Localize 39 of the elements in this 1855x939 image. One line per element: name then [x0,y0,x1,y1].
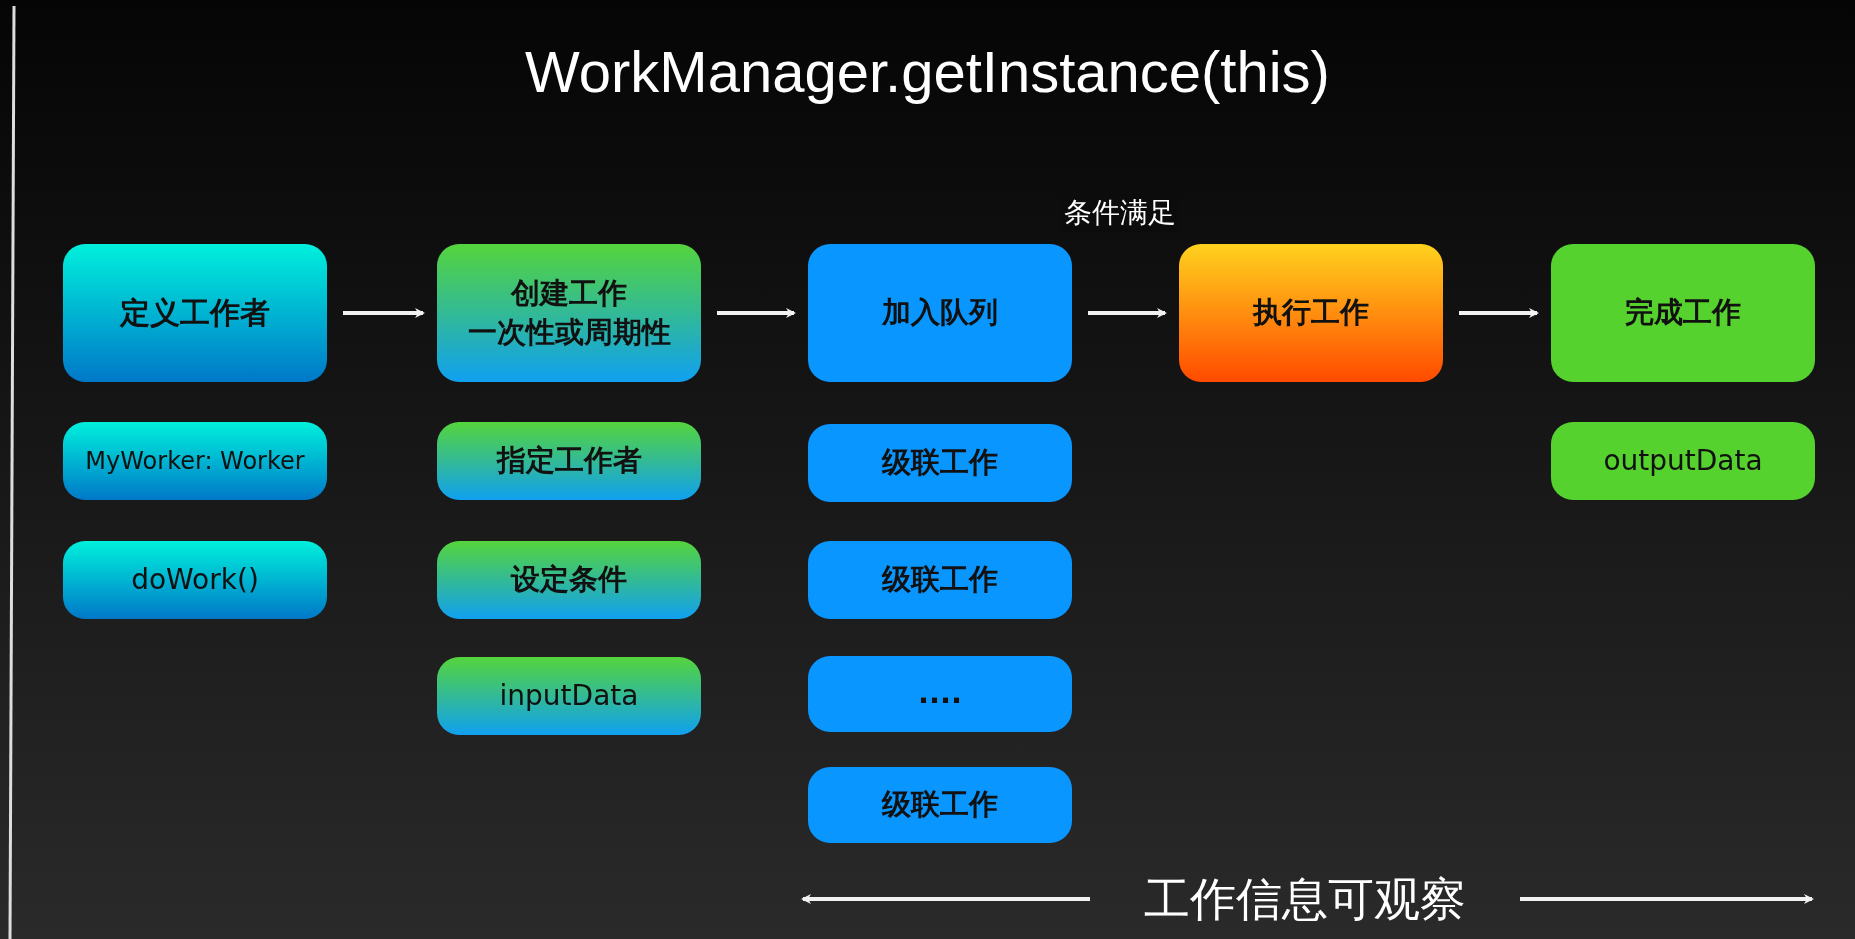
arrow [801,894,1090,904]
ellipsis-box [808,656,1072,732]
arrow [1520,894,1814,904]
arrow [1459,308,1539,318]
box-text: 级联工作 [882,444,998,482]
process-box [437,244,701,382]
chain-box [808,424,1072,502]
box-text: 定义工作者 [120,293,270,332]
arrow [1088,308,1167,318]
process-box [808,244,1072,382]
box-text: 完成工作 [1625,294,1741,332]
box-text: 设定条件 [511,561,627,599]
box-text: 级联工作 [882,786,998,824]
box-text: outputData [1603,443,1763,480]
box-text: 一次性或周期性 [467,314,671,351]
arrow [717,308,796,318]
data-box [437,657,701,735]
method-box [63,541,327,619]
chain-box [808,767,1072,843]
box-text: 级联工作 [882,561,998,599]
box-text: 创建工作 [511,274,627,312]
box-text: doWork() [131,562,259,599]
diagram-title: WorkManager.getInstance(this) [524,38,1331,105]
box-text: 加入队列 [882,294,998,332]
chain-box [808,541,1072,619]
caption-text: 工作信息可观察 [1144,870,1466,928]
arrow [343,308,425,318]
box-text: 指定工作者 [496,442,642,480]
process-box [63,244,327,382]
class-box [63,422,327,500]
data-box [1551,422,1815,500]
box-text: 执行工作 [1253,294,1369,332]
box-text: .... [917,675,963,713]
process-box [1551,244,1815,382]
box-text: inputData [499,678,639,715]
process-box [1179,244,1443,382]
step-box [437,422,701,500]
step-box [437,541,701,619]
box-text: MyWorker: Worker [85,445,305,477]
